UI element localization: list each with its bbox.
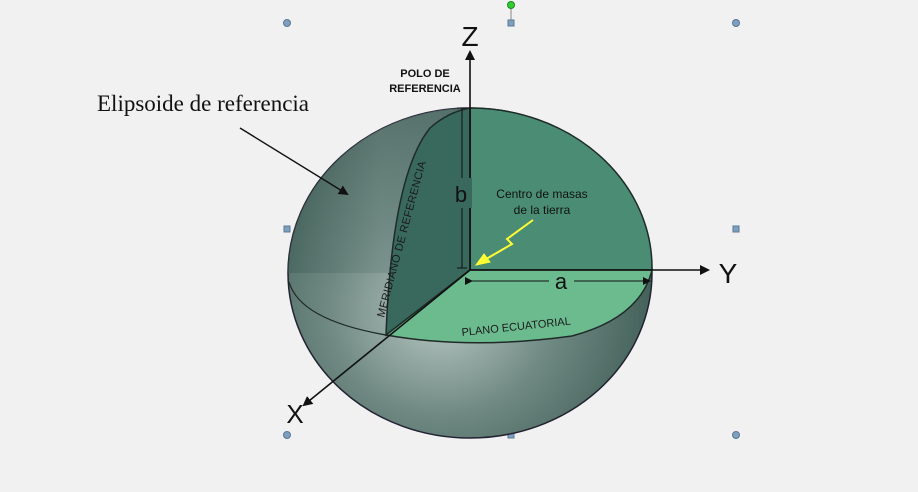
resize-handle-bottom-left[interactable] [283, 431, 291, 439]
x-axis [302, 269, 471, 407]
center-arrow-head [474, 253, 491, 266]
semi-major-axis-label: a [555, 269, 568, 294]
cutaway-quadrant [469, 107, 653, 271]
selection-handles[interactable] [283, 1, 740, 439]
center-lightning-arrow [480, 219, 534, 263]
resize-handle-top[interactable] [507, 19, 515, 27]
resize-handle-bottom-right[interactable] [732, 431, 740, 439]
resize-handle-top-left[interactable] [283, 19, 291, 27]
center-label-line1: Centro de masas [496, 187, 587, 201]
ellipsoid-pointer-arrow [239, 127, 349, 196]
z-axis-label: Z [461, 21, 478, 52]
equatorial-face [384, 269, 653, 344]
meridian-face [385, 107, 471, 337]
resize-handle-left[interactable] [283, 225, 291, 233]
pole-label-line1: POLO DE [400, 68, 450, 80]
semi-minor-axis-label: b [455, 182, 467, 207]
resize-handle-right[interactable] [732, 225, 740, 233]
rotate-handle[interactable] [507, 1, 515, 9]
b-label-bg [450, 178, 472, 208]
x-axis-label: X [286, 399, 303, 429]
equator-line [288, 281, 387, 336]
ellipsoid-label: Elipsoide de referencia [97, 91, 309, 116]
y-axis-label: Y [719, 258, 738, 289]
center-label-line2: de la tierra [514, 203, 571, 217]
pole-label-line2: REFERENCIA [389, 83, 461, 95]
resize-handle-top-right[interactable] [732, 19, 740, 27]
